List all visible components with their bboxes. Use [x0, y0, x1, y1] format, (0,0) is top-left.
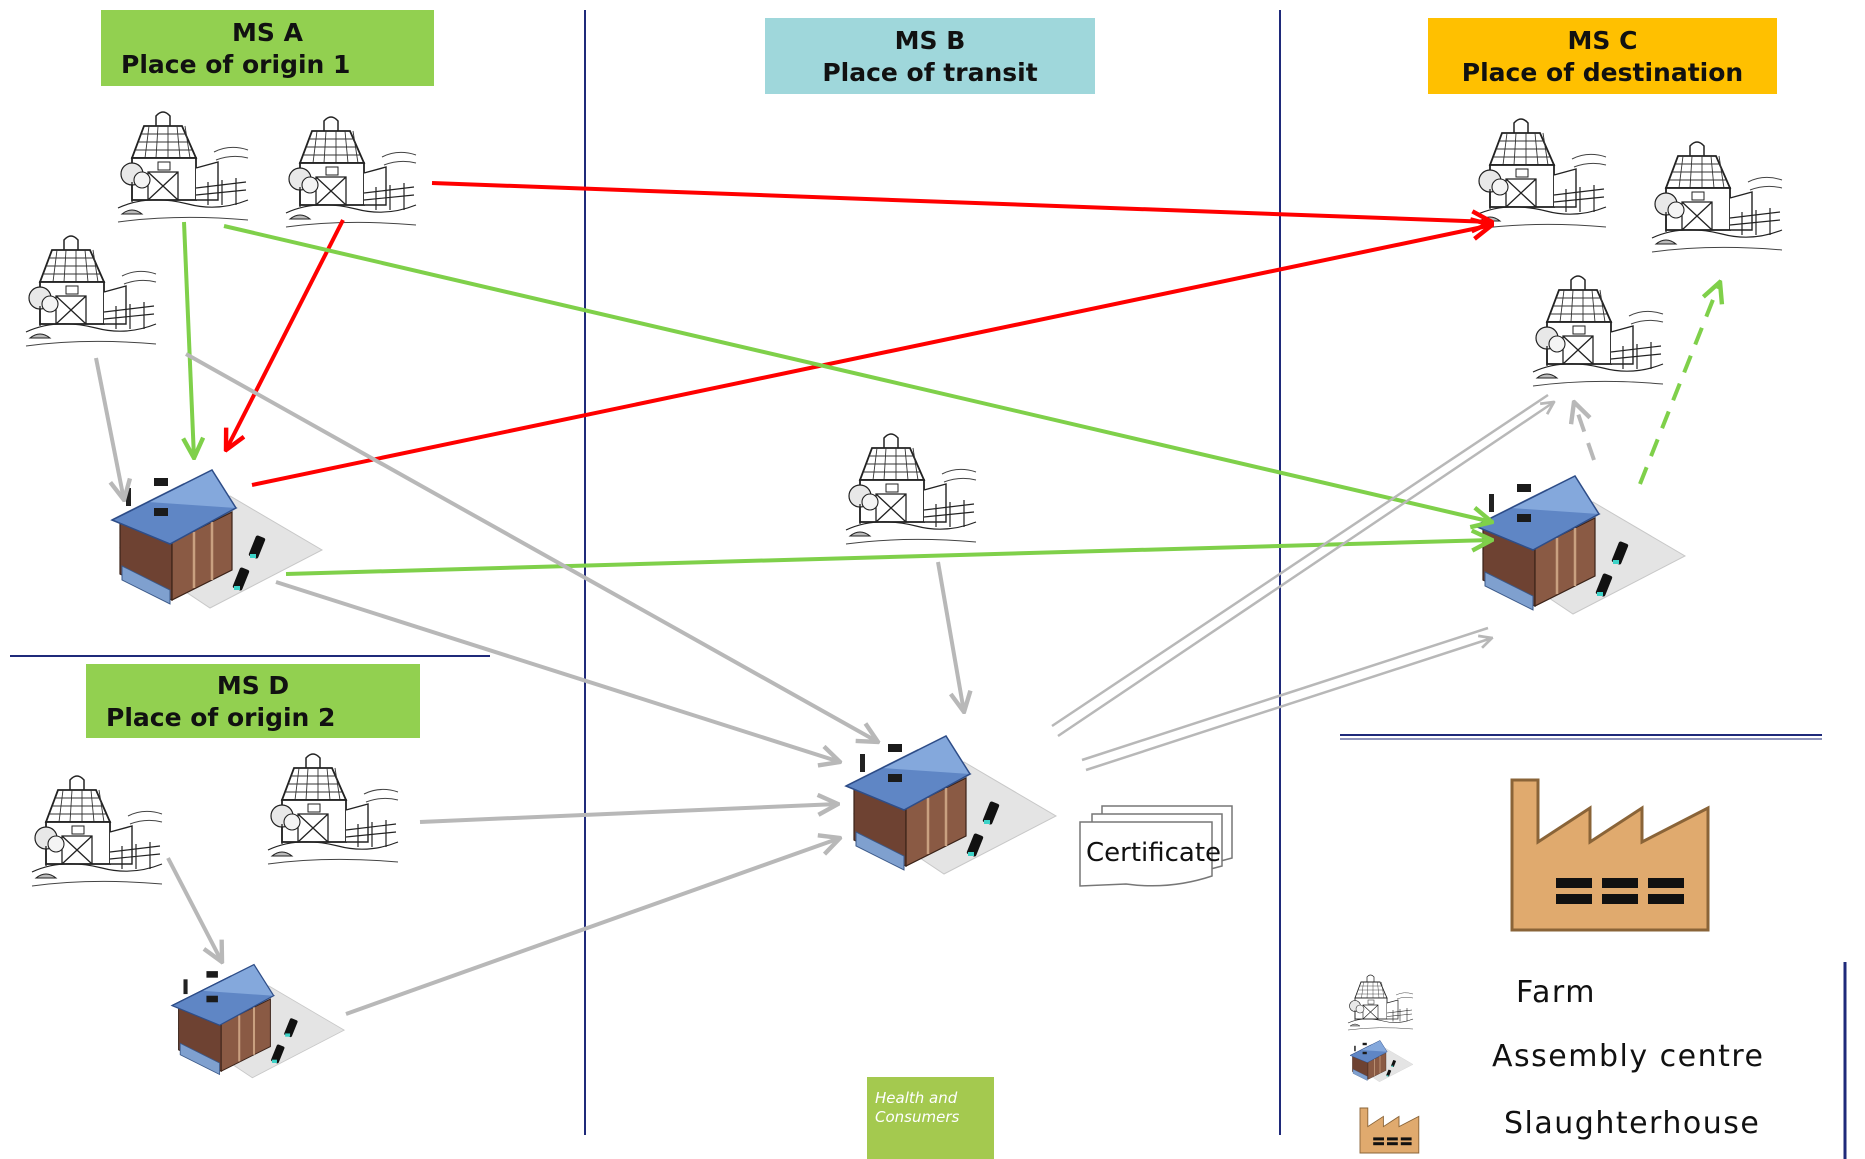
grey-double-arrow: [1081, 626, 1489, 762]
green-arrow: [285, 540, 1492, 576]
region-label-ms-d: MS D Place of origin 2: [86, 664, 420, 738]
legend-icons: [1347, 778, 1710, 1154]
red-arrow: [251, 225, 1492, 487]
region-subtitle: Place of origin 2: [106, 703, 336, 732]
region-title: MS A: [232, 18, 303, 47]
assembly-centres: [110, 468, 1687, 1079]
green-arrow-dashed: [1638, 282, 1720, 485]
legend-label-slaughterhouse: Slaughterhouse: [1504, 1106, 1761, 1141]
assembly-centre-building-icon: [1473, 474, 1687, 616]
grey-arrow: [419, 804, 838, 824]
farm-icon: [117, 111, 249, 223]
region-subtitle: Place of transit: [822, 58, 1038, 87]
farm-icon: [1651, 141, 1783, 253]
certificate-label: Certificate: [1086, 838, 1222, 868]
logo-text: Health and Consumers: [875, 1089, 960, 1126]
red-arrow: [226, 219, 345, 450]
region-subtitle: Place of origin 1: [121, 50, 351, 79]
region-dividers: [10, 10, 1847, 1159]
assembly-centre-building-icon: [1349, 1040, 1414, 1083]
grey-arrows: [94, 352, 1596, 1016]
region-title: MS D: [216, 671, 290, 700]
grey-arrow-dashed: [1574, 402, 1596, 461]
grey-arrow: [936, 561, 964, 712]
factory-icon: [1510, 778, 1710, 932]
farm-icon: [31, 775, 163, 887]
farm-barn-icon: [1347, 974, 1414, 1031]
farm-icon: [25, 235, 157, 347]
grey-arrow: [185, 352, 878, 742]
assembly-centre-building-icon: [844, 734, 1058, 876]
grey-double-arrow: [1051, 393, 1549, 728]
grey-arrow: [275, 580, 840, 762]
red-arrows: [226, 181, 1492, 487]
region-label-ms-a: MS A Place of origin 1: [101, 10, 434, 86]
legend-label-farm: Farm: [1516, 975, 1596, 1010]
region-label-ms-b: MS B Place of transit: [765, 18, 1095, 94]
region-title: MS C: [1567, 26, 1638, 55]
farm-icon: [1475, 118, 1607, 230]
certificate-icon: [1079, 805, 1233, 887]
assembly-centre-building-icon: [170, 963, 346, 1079]
grey-double-arrow: [1057, 402, 1554, 738]
farm-icon: [1532, 275, 1664, 387]
health-consumers-logo: Health and Consumers: [867, 1077, 994, 1159]
grey-arrow: [166, 857, 222, 962]
green-arrow: [184, 221, 194, 458]
grey-double-arrow: [1085, 638, 1492, 772]
grey-arrow: [345, 838, 840, 1016]
legend-label-assembly-centre: Assembly centre: [1492, 1039, 1765, 1074]
grey-arrow: [94, 357, 124, 500]
red-arrow: [431, 181, 1492, 222]
region-title: MS B: [894, 26, 966, 55]
region-subtitle: Place of destination: [1461, 58, 1744, 87]
green-arrow: [223, 224, 1492, 522]
region-label-ms-c: MS C Place of destination: [1428, 18, 1777, 94]
farm-icon: [285, 116, 417, 228]
farm-icon: [845, 433, 977, 545]
factory-icon: [1359, 1107, 1420, 1154]
farm-icon: [267, 753, 399, 865]
green-arrows: [184, 221, 1720, 576]
